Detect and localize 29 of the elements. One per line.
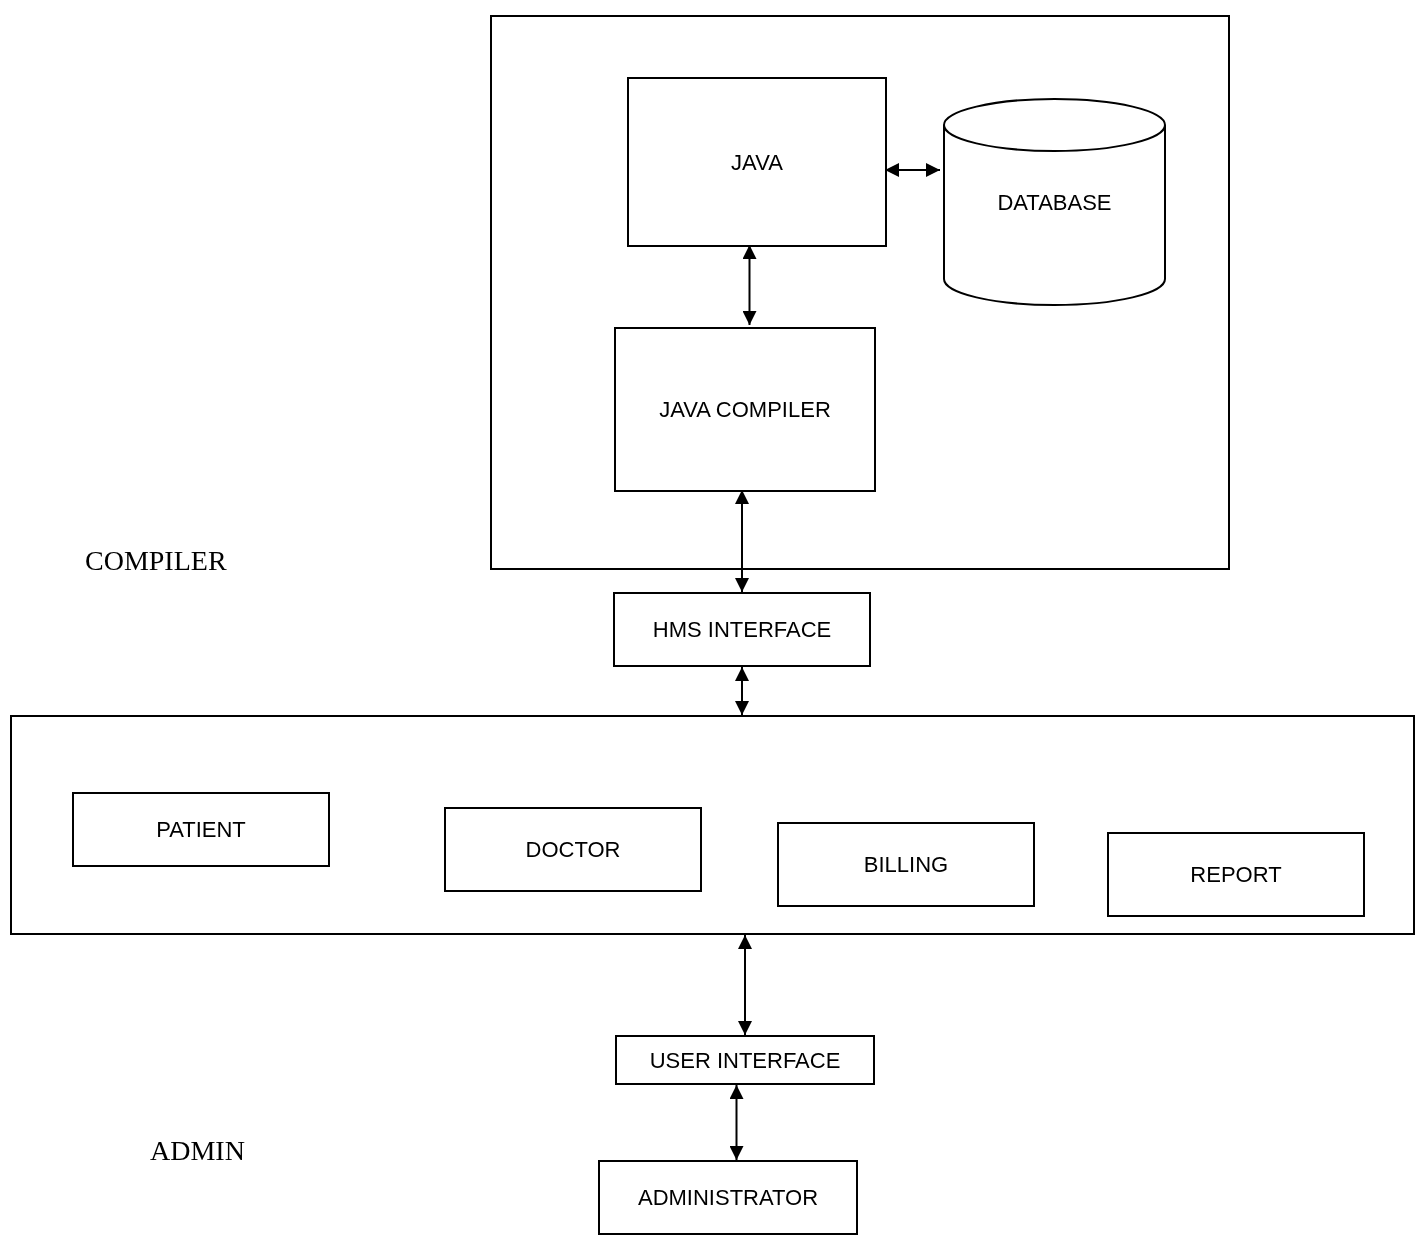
double-arrow bbox=[735, 666, 749, 716]
node-label: PATIENT bbox=[155, 816, 247, 844]
node-label: HMS INTERFACE bbox=[651, 616, 833, 644]
double-arrow bbox=[735, 489, 749, 593]
container-box bbox=[490, 15, 1230, 570]
section-label: ADMIN bbox=[150, 1134, 245, 1168]
node-label: JAVA COMPILER bbox=[658, 396, 832, 424]
node-label: JAVA bbox=[730, 148, 784, 177]
node-label: BILLING bbox=[862, 851, 950, 879]
process-box bbox=[444, 807, 702, 892]
process-box bbox=[627, 77, 887, 247]
double-arrow bbox=[884, 163, 941, 177]
process-box bbox=[614, 327, 876, 492]
double-arrow bbox=[738, 934, 752, 1036]
process-box bbox=[1107, 832, 1365, 917]
section-label: COMPILER bbox=[85, 544, 227, 578]
process-box bbox=[598, 1160, 858, 1235]
node-label: USER INTERFACE bbox=[648, 1046, 842, 1075]
process-box bbox=[777, 822, 1035, 907]
node-label: REPORT bbox=[1189, 861, 1283, 889]
process-box bbox=[72, 792, 330, 867]
double-arrow bbox=[742, 244, 757, 326]
process-box bbox=[613, 592, 871, 667]
process-box bbox=[615, 1035, 875, 1085]
node-label: ADMINISTRATOR bbox=[636, 1184, 820, 1212]
double-arrow bbox=[729, 1084, 744, 1161]
node-label: DOCTOR bbox=[524, 836, 622, 864]
node-label: DATABASE bbox=[996, 188, 1113, 217]
container-box bbox=[10, 715, 1415, 935]
